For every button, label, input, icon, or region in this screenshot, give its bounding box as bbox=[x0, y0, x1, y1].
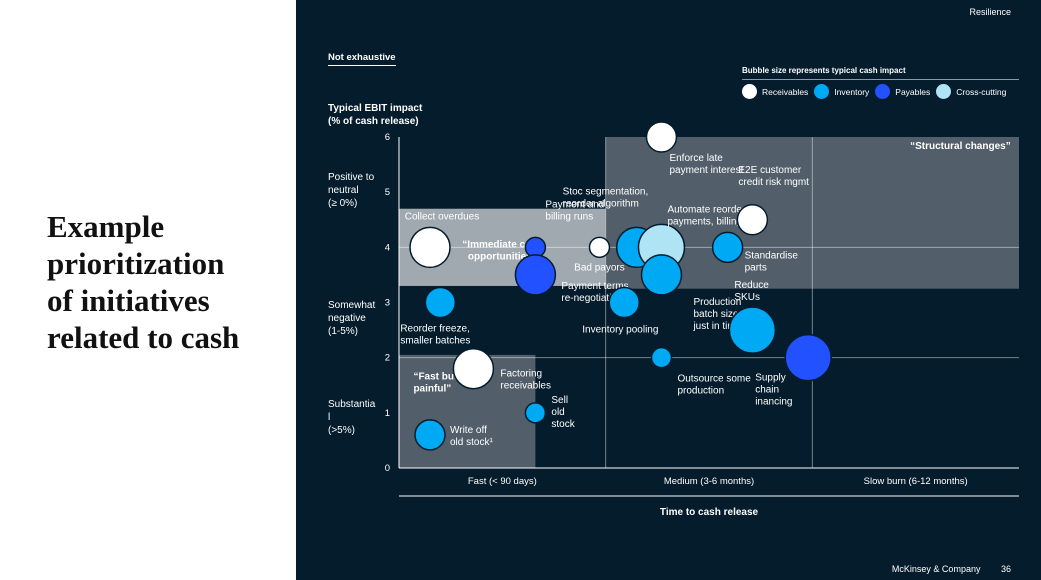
bubble-label: Inventory pooling bbox=[582, 325, 658, 336]
y-tick-label: 4 bbox=[385, 242, 390, 253]
legend-divider bbox=[742, 79, 1019, 80]
y-category-positive: Positive to neutral (≥ 0%) bbox=[328, 172, 375, 209]
bubble-receivables bbox=[736, 204, 769, 236]
chart-slide: Resilience Not exhaustive Bubble size re… bbox=[296, 0, 1041, 580]
x-category-label: Medium (3-6 months) bbox=[664, 476, 754, 487]
bubble-inventory bbox=[650, 346, 673, 369]
x-axis-title: Time to cash release bbox=[659, 507, 759, 518]
y-tick-label: 0 bbox=[385, 463, 390, 474]
bubble-label: Stoc segmentation,reorder algorithm bbox=[563, 186, 649, 209]
page-number: 36 bbox=[1000, 564, 1011, 574]
legend-swatch-inventory bbox=[814, 84, 830, 99]
bubble-inventory bbox=[711, 231, 744, 264]
not-exhaustive-note: Not exhaustive bbox=[328, 52, 396, 66]
legend-item-cross-cutting: Cross-cutting bbox=[936, 84, 1006, 99]
legend-item-inventory: Inventory bbox=[814, 84, 869, 99]
legend-label: Cross-cutting bbox=[956, 86, 1007, 97]
legend-swatch-receivables bbox=[742, 84, 757, 99]
company-name: McKinsey & Company bbox=[891, 564, 981, 574]
bubble-inventory bbox=[524, 402, 547, 424]
bubble-label: Bad payors bbox=[574, 262, 625, 273]
y-tick-label: 5 bbox=[385, 187, 390, 198]
bubble-receivables bbox=[452, 347, 495, 390]
legend-item-payables: Payables bbox=[875, 84, 930, 99]
region-label-structural: “Structural changes” bbox=[910, 141, 1011, 152]
legend-title: Bubble size represents typical cash impa… bbox=[742, 66, 906, 75]
bubble-label: Automate reorders,payments, billings bbox=[667, 204, 753, 227]
y-tick-label: 1 bbox=[385, 408, 390, 419]
bubble-inventory bbox=[424, 286, 457, 319]
bubble-inventory bbox=[728, 306, 777, 354]
legend-swatch-payables bbox=[875, 84, 891, 99]
bubble-inventory bbox=[640, 254, 683, 296]
slide-heading: Example prioritization of initiatives re… bbox=[47, 209, 240, 355]
y-tick-label: 2 bbox=[385, 353, 390, 364]
legend-label: Payables bbox=[895, 86, 931, 97]
bubble-payables bbox=[784, 333, 832, 382]
legend: Receivables Inventory Payables Cross-cut… bbox=[742, 84, 1012, 99]
y-axis-title: Typical EBIT impact (% of cash release) bbox=[328, 103, 423, 127]
left-panel: Example prioritization of initiatives re… bbox=[0, 0, 296, 580]
bubble-receivables bbox=[645, 121, 678, 153]
bubble-receivables bbox=[409, 226, 451, 269]
y-category-somewhat-negative: Somewhat negative (1-5%) bbox=[328, 300, 376, 337]
section-label: Resilience bbox=[969, 7, 1011, 17]
legend-swatch-cross-cutting bbox=[936, 84, 952, 99]
bubble-receivables bbox=[588, 236, 611, 259]
y-tick-label: 6 bbox=[385, 132, 390, 143]
x-category-label: Slow burn (6-12 months) bbox=[864, 476, 968, 487]
footer: McKinsey & Company 36 bbox=[874, 564, 1011, 574]
bubble-label: Collect overdues bbox=[405, 211, 479, 222]
y-category-substantial: Substantia l (>5%) bbox=[328, 399, 376, 436]
legend-label: Inventory bbox=[834, 86, 870, 97]
bubble-label: Reorder freeze,smaller batches bbox=[400, 324, 470, 347]
bubble-inventory bbox=[414, 419, 446, 451]
y-tick-label: 3 bbox=[385, 298, 390, 309]
x-category-label: Fast (< 90 days) bbox=[468, 476, 537, 487]
bubble-inventory bbox=[608, 286, 641, 319]
bubble-payables bbox=[514, 254, 557, 296]
legend-label: Receivables bbox=[762, 86, 809, 97]
legend-item-receivables: Receivables bbox=[742, 84, 808, 99]
